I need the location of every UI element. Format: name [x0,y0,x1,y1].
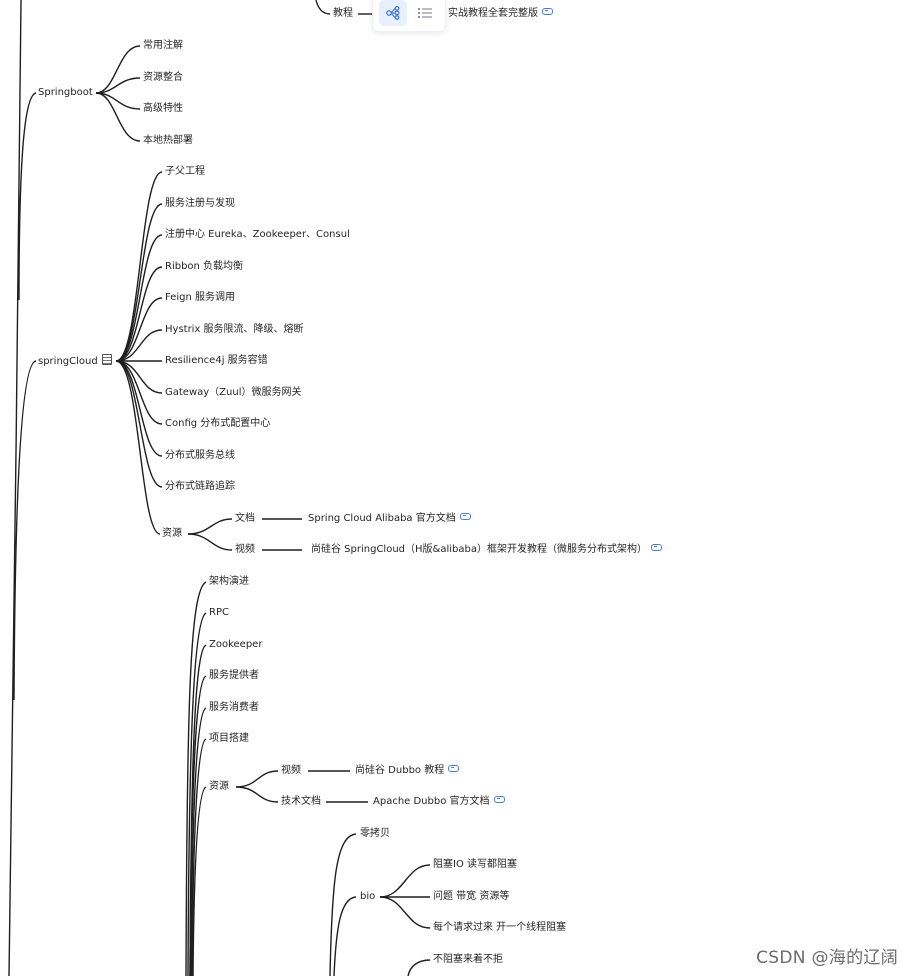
node-springcloud-doc[interactable]: 文档 [235,513,255,524]
node-springboot-item[interactable]: 资源整合 [143,72,183,83]
node-springboot-item[interactable]: 本地热部署 [143,135,193,146]
node-label: 尚硅谷 Dubbo 教程 [355,765,445,776]
node-springcloud-video-link[interactable]: 尚硅谷 SpringCloud（H版&alibaba）框架开发教程（微服务分布式… [311,543,662,557]
node-dubbo-video-link[interactable]: 尚硅谷 Dubbo 教程 [355,764,460,778]
mindmap-icon [386,6,400,20]
node-tutorial-link[interactable]: 实战教程全套完整版 [448,7,553,21]
node-springcloud-item[interactable]: Config 分布式配置中心 [165,418,271,429]
node-springcloud-item[interactable]: 分布式链路追踪 [165,481,235,492]
outline-view-button[interactable] [411,0,439,26]
view-mode-toolbar [372,0,446,32]
node-dubbo-doc[interactable]: 技术文档 [281,796,321,807]
node-dubbo-item[interactable]: RPC [209,607,229,618]
node-dubbo-video[interactable]: 视频 [281,765,301,776]
node-label: 尚硅谷 SpringCloud（H版&alibaba）框架开发教程（微服务分布式… [311,544,647,555]
node-label: 实战教程全套完整版 [448,8,538,19]
node-springcloud-item[interactable]: 子父工程 [165,166,205,177]
node-springboot[interactable]: Springboot [38,86,93,100]
node-zero-copy[interactable]: 零拷贝 [360,828,390,839]
node-springcloud-item[interactable]: 服务注册与发现 [165,198,235,209]
node-springboot-item[interactable]: 常用注解 [143,40,183,51]
node-tutorial[interactable]: 教程 [333,7,353,21]
node-springcloud-item[interactable]: Resilience4j 服务容错 [165,355,268,366]
link-icon[interactable] [542,8,553,15]
link-icon[interactable] [448,765,460,772]
node-springcloud-item[interactable]: 注册中心 Eureka、Zookeeper、Consul [165,229,350,240]
link-icon[interactable] [459,513,471,520]
node-dubbo-resources[interactable]: 资源 [209,781,229,792]
watermark: CSDN @海的辽阔 [756,948,898,968]
link-icon[interactable] [493,796,505,803]
node-springcloud-video[interactable]: 视频 [235,544,255,555]
node-label: Apache Dubbo 官方文档 [373,796,490,807]
node-springcloud-doc-link[interactable]: Spring Cloud Alibaba 官方文档 [308,512,471,526]
node-springcloud-item[interactable]: Gateway（Zuul）微服务网关 [165,387,302,398]
node-springcloud-item[interactable]: Feign 服务调用 [165,292,235,303]
node-label: springCloud [38,356,98,367]
mindmap-connectors [8,0,446,976]
node-bio-item[interactable]: 问题 带宽 资源等 [433,891,510,902]
node-springcloud-resources[interactable]: 资源 [162,528,182,539]
node-label: 教程 [333,8,353,19]
note-icon[interactable] [101,354,112,365]
node-springcloud-item[interactable]: Hystrix 服务限流、降级、熔断 [165,324,304,335]
node-springcloud-item[interactable]: 分布式服务总线 [165,450,235,461]
node-label: Spring Cloud Alibaba 官方文档 [308,513,456,524]
node-dubbo-item[interactable]: Zookeeper [209,639,263,650]
node-dubbo-item[interactable]: 项目搭建 [209,733,249,744]
node-label: Springboot [38,87,93,98]
node-nio-item[interactable]: 不阻塞来着不拒 [433,954,503,965]
node-springboot-item[interactable]: 高级特性 [143,103,183,114]
mindmap-view-button[interactable] [379,0,407,26]
link-icon[interactable] [650,544,662,551]
node-springcloud-item[interactable]: Ribbon 负载均衡 [165,261,244,272]
node-dubbo-item[interactable]: 服务提供者 [209,670,259,681]
node-dubbo-item[interactable]: 架构演进 [209,576,249,587]
node-bio-item[interactable]: 每个请求过来 开一个线程阻塞 [433,922,567,933]
node-bio[interactable]: bio [360,891,376,902]
node-springcloud[interactable]: springCloud [38,353,112,369]
list-icon [418,8,432,18]
node-dubbo-item[interactable]: 服务消费者 [209,702,259,713]
node-bio-item[interactable]: 阻塞IO 读写都阻塞 [433,859,517,870]
node-dubbo-doc-link[interactable]: Apache Dubbo 官方文档 [373,795,505,809]
